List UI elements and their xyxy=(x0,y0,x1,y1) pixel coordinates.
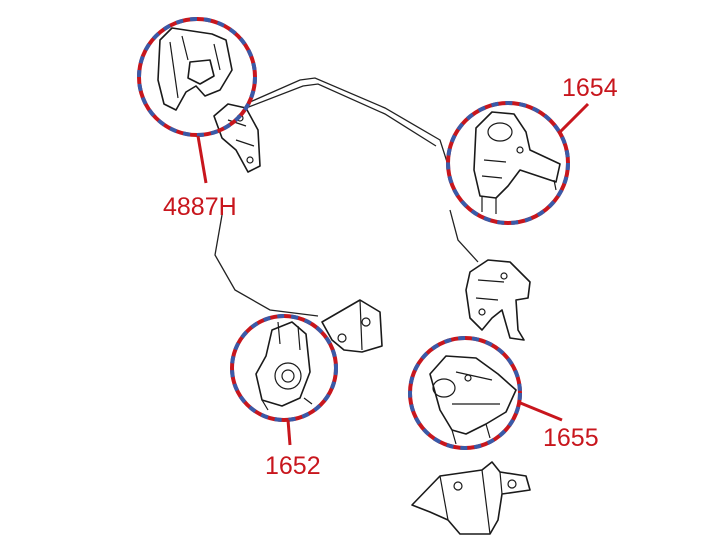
mount-1654-drawing xyxy=(473,111,561,214)
bracket-middle-right xyxy=(465,259,531,341)
callout-label-1652: 1652 xyxy=(265,452,321,480)
bracket-bottom xyxy=(411,461,531,535)
callout-label-4887h: 4887H xyxy=(163,193,237,221)
mount-1655-callout: 1655 xyxy=(408,336,599,452)
mount-4887h-callout: 4887H xyxy=(137,17,257,221)
mount-1652-drawing xyxy=(255,321,313,411)
bracket-beside-1652 xyxy=(321,299,383,353)
connecting-wires xyxy=(214,77,479,317)
mount-1655-drawing xyxy=(429,355,517,445)
mount-4887h-drawing xyxy=(157,27,261,173)
callout-label-1654: 1654 xyxy=(562,74,618,102)
callout-label-1655: 1655 xyxy=(543,424,599,452)
mount-1652-callout: 1652 xyxy=(230,314,338,480)
mount-1654-callout: 1654 xyxy=(446,74,618,225)
